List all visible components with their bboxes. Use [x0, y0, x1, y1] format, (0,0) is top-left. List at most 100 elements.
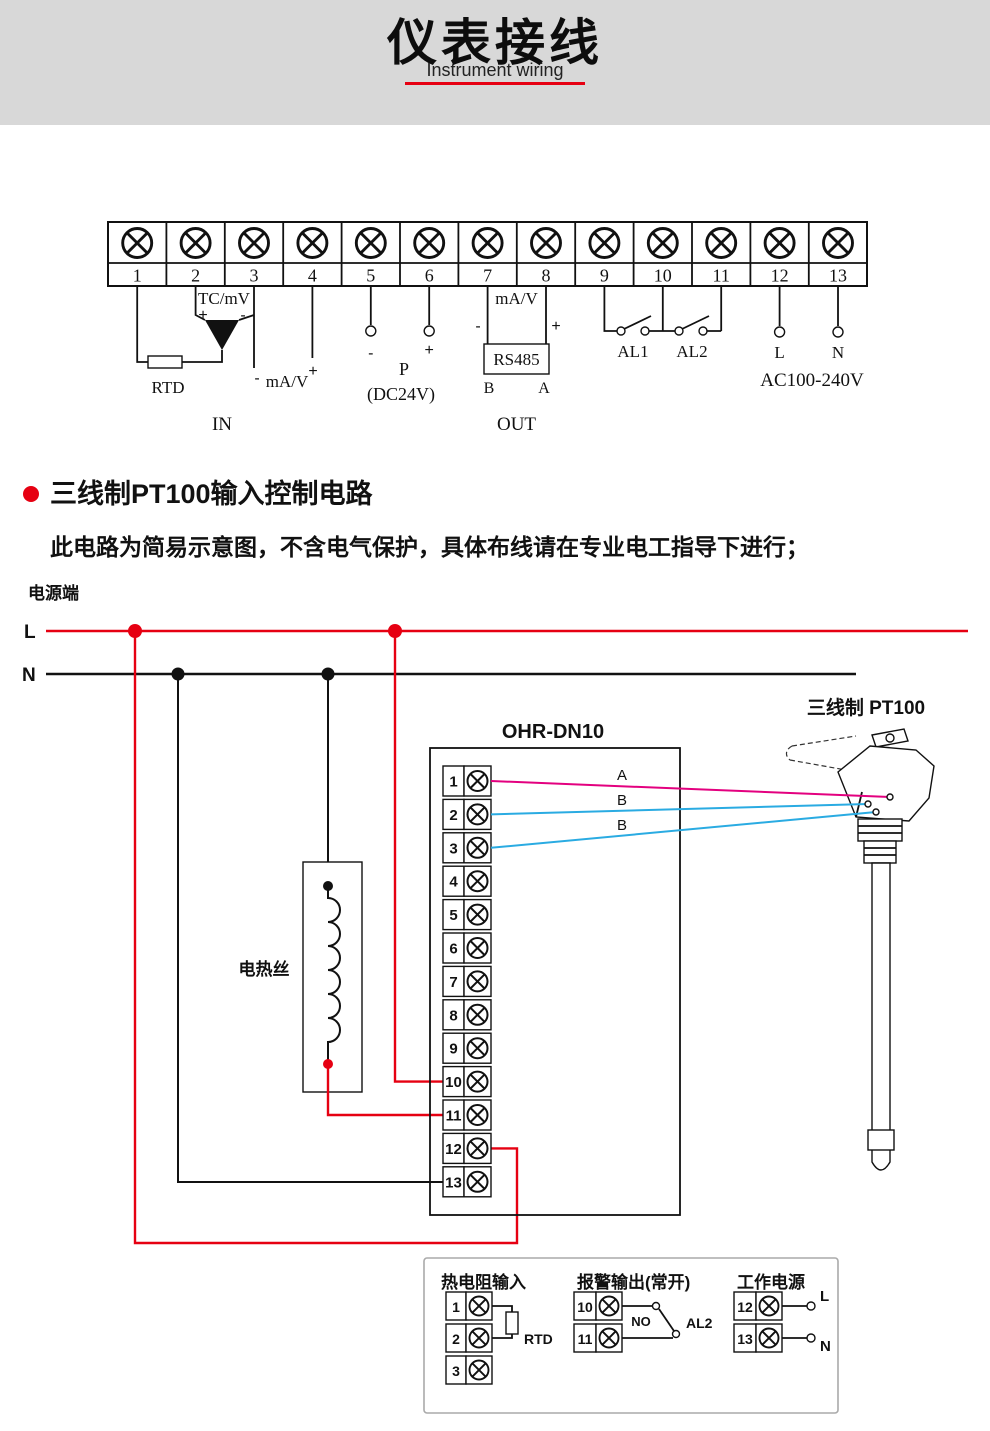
screw-terminal-icon [466, 803, 489, 826]
ma-v-out-plus: + [551, 318, 560, 335]
ma-v-out-label: mA/V [495, 289, 538, 308]
n-wire-to-terminal13 [177, 674, 462, 1183]
screw-terminal-icon [296, 227, 329, 259]
terminal-strip: 1 2 3 4 5 6 7 8 9 10 11 12 13 [107, 221, 868, 287]
tc-minus: - [240, 307, 245, 324]
device-terminal-row: 4 [442, 865, 492, 897]
device-terminal-row: 7 [442, 965, 492, 998]
terminal-number: 11 [713, 266, 730, 286]
legend-rtd-resistor-icon [505, 1311, 519, 1335]
line-n-label: N [22, 665, 36, 686]
ac-l-label: L [774, 343, 784, 362]
legend-alarm-wires [622, 1305, 673, 1339]
ac-voltage-label: AC100-240V [760, 370, 864, 391]
legend-terminal-number: 3 [452, 1363, 460, 1379]
switch-contact-icon [698, 326, 708, 336]
legend-n-label: N [820, 1338, 831, 1355]
screw-terminal-icon [705, 227, 738, 259]
open-terminal-icon [773, 326, 786, 338]
screw-terminal-icon [466, 770, 489, 792]
title-underline [405, 82, 585, 85]
screw-terminal-icon [238, 227, 270, 259]
sensor-hex-facets [858, 825, 902, 834]
junction-dot [323, 881, 333, 891]
wire-a-magenta [490, 780, 891, 798]
open-terminal-icon [365, 325, 377, 337]
terminal-number: 5 [366, 266, 375, 286]
device-label: OHR-DN10 [502, 721, 604, 743]
device-terminal-row: 8 [442, 999, 492, 1031]
device-terminal-number: 12 [445, 1141, 462, 1158]
switch-contact-icon [640, 326, 650, 336]
legend-rtd-input: 热电阻输入 1 2 3 RTD [441, 1272, 553, 1385]
screw-terminal-icon [646, 227, 679, 259]
sensor-cable-hidden-lines [785, 735, 857, 771]
device-terminal-block: 1 2 3 4 5 6 7 [442, 765, 492, 1198]
line-l-label: L [24, 622, 36, 643]
p-label: P [399, 359, 409, 379]
output-annotation: mA/V - + RS485 B A OUT [475, 286, 561, 435]
screw-terminal-icon [354, 227, 387, 259]
device-terminal-number: 11 [446, 1108, 462, 1125]
screw-terminal-icon [121, 227, 154, 259]
device-terminal-row: 9 [442, 1032, 492, 1064]
device-terminal-row: 5 [442, 898, 492, 931]
legend-frame [423, 1257, 839, 1414]
switch-blade-icon [623, 315, 652, 330]
pt100-sensor: 三线制 PT100 [785, 696, 935, 1171]
switch-contact-icon [671, 1329, 681, 1339]
ac-power-annotation: L N AC100-240V [760, 286, 864, 391]
thermocouple-icon [205, 320, 239, 350]
legend-rtd-title: 热电阻输入 [441, 1272, 526, 1292]
terminal-number: 10 [654, 266, 672, 286]
terminal-number: 9 [600, 266, 609, 286]
screw-terminal-icon [466, 1170, 489, 1193]
legend-terminal-number: 1 [452, 1299, 460, 1315]
out-label: OUT [497, 414, 536, 435]
heater-coil-icon [327, 886, 341, 1064]
screw-terminal-icon [466, 1137, 489, 1160]
screw-terminal-icon [466, 870, 489, 893]
dc24v-label: (DC24V) [367, 384, 435, 405]
power-terminal-label: 电源端 [28, 583, 79, 603]
sensor-head [837, 745, 935, 822]
screw-terminal-icon [466, 1070, 489, 1093]
device-terminal-number: 7 [449, 974, 457, 991]
junction-dot [171, 667, 185, 681]
power-supply-annotation: - + P (DC24V) [365, 286, 435, 405]
junction-dot [321, 667, 335, 681]
device-terminal-number: 13 [445, 1174, 462, 1191]
open-terminal-icon [806, 1333, 816, 1343]
device-terminal-number: 2 [449, 807, 457, 824]
in-label: IN [212, 414, 232, 435]
device-terminal-number: 5 [449, 907, 457, 924]
wire-b1-label: B [617, 792, 627, 809]
legend-terminal-number: 11 [578, 1331, 593, 1347]
device-terminal-row: 1 [442, 765, 492, 797]
p-plus: + [425, 342, 434, 359]
screw-terminal-icon [466, 937, 489, 959]
screw-terminal-icon [413, 227, 446, 259]
p-minus: - [368, 345, 373, 362]
open-terminal-icon [806, 1301, 816, 1311]
alarm-wires [603, 286, 723, 332]
rtd-label: RTD [152, 378, 185, 397]
device-terminal-row: 10 [442, 1065, 492, 1098]
rs485-box [483, 343, 550, 375]
device-terminal-number: 10 [445, 1074, 462, 1091]
input-annotation: TC/mV + - RTD - mA/V + IN [136, 286, 318, 435]
junction-dot [128, 624, 142, 638]
open-terminal-icon [423, 325, 435, 337]
screw-terminal-icon [758, 1295, 780, 1317]
tc-plus: + [198, 307, 207, 324]
junction-dot [388, 624, 402, 638]
heater-label: 电热丝 [239, 959, 290, 979]
bullet-icon [23, 486, 39, 502]
screw-terminal-icon [466, 1003, 489, 1026]
l-wire-to-terminal10 [393, 631, 464, 1083]
screw-terminal-icon [468, 1327, 490, 1349]
screw-terminal-icon [466, 1037, 489, 1060]
screw-terminal-icon [466, 970, 489, 993]
section-header: 三线制PT100输入控制电路 此电路为简易示意图，不含电气保护，具体布线请在专业… [23, 478, 809, 560]
